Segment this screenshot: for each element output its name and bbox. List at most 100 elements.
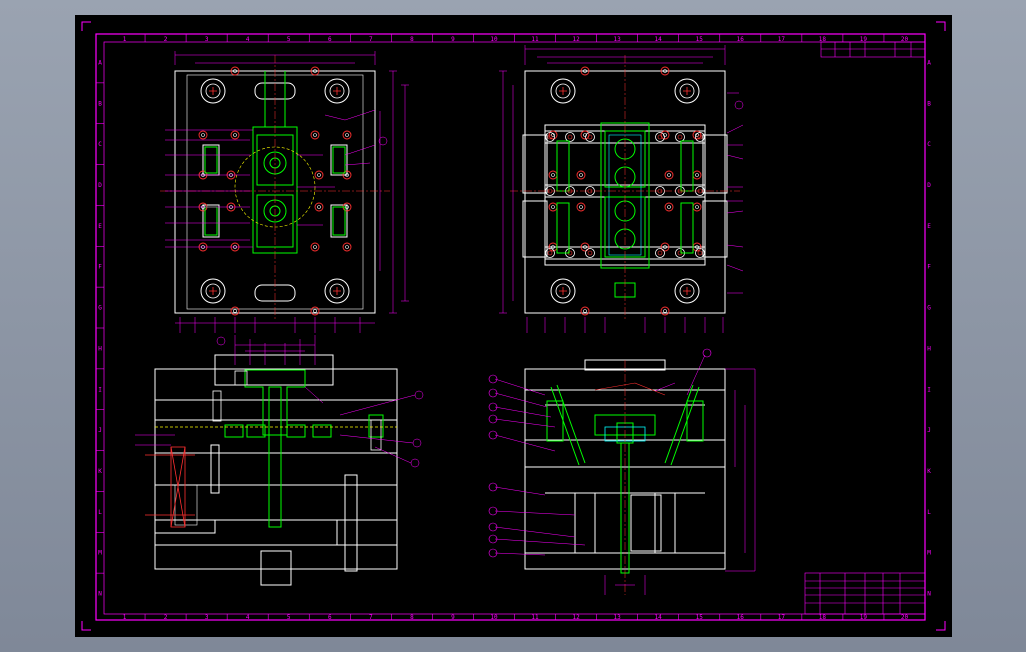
screw-hole-icon bbox=[342, 170, 352, 180]
screw-hole-icon bbox=[660, 306, 670, 316]
col-label-bottom: 3 bbox=[205, 614, 209, 621]
guide-bushing-icon bbox=[324, 78, 350, 104]
row-label-right: K bbox=[927, 468, 931, 475]
part-balloon bbox=[488, 482, 498, 492]
col-label-top: 5 bbox=[287, 36, 291, 43]
row-label-left: F bbox=[98, 264, 102, 271]
screw-hole-icon bbox=[230, 306, 240, 316]
col-label-bottom: 6 bbox=[328, 614, 332, 621]
sheet-frame bbox=[81, 21, 946, 631]
screw-hole-icon bbox=[580, 66, 590, 76]
screw-hole-icon bbox=[314, 170, 324, 180]
guide-bushing-icon bbox=[200, 278, 226, 304]
sheet-column-labels: 1122334455667788991010111112121313141415… bbox=[123, 34, 909, 621]
ejector-hole-icon bbox=[545, 248, 555, 258]
col-label-bottom: 1 bbox=[123, 614, 127, 621]
screw-hole-icon bbox=[576, 202, 586, 212]
row-label-left: A bbox=[98, 59, 102, 66]
part-balloon bbox=[488, 548, 498, 558]
part-balloon bbox=[702, 348, 712, 358]
ejector-hole-icon bbox=[585, 132, 595, 142]
col-label-bottom: 7 bbox=[369, 614, 373, 621]
plan-view-moving-half bbox=[499, 45, 744, 333]
screw-hole-icon bbox=[310, 242, 320, 252]
screw-hole-icon bbox=[310, 130, 320, 140]
ejector-hole-icon bbox=[695, 248, 705, 258]
row-label-left: E bbox=[98, 223, 102, 230]
screw-hole-icon bbox=[576, 170, 586, 180]
col-label-bottom: 10 bbox=[490, 614, 498, 621]
col-label-top: 18 bbox=[819, 36, 827, 43]
col-label-top: 15 bbox=[696, 36, 704, 43]
col-label-top: 16 bbox=[737, 36, 745, 43]
ejector-hole-icon bbox=[585, 248, 595, 258]
part-balloon bbox=[488, 402, 498, 412]
col-label-bottom: 2 bbox=[164, 614, 168, 621]
row-label-right: N bbox=[927, 591, 931, 598]
row-label-right: D bbox=[927, 182, 931, 189]
screw-hole-icon bbox=[664, 202, 674, 212]
screw-hole-icon bbox=[664, 170, 674, 180]
guide-bushing-icon bbox=[674, 278, 700, 304]
part-balloon bbox=[488, 374, 498, 384]
screw-hole-icon bbox=[342, 242, 352, 252]
row-label-right: L bbox=[927, 509, 931, 516]
row-label-left: K bbox=[98, 468, 102, 475]
row-label-left: D bbox=[98, 182, 102, 189]
col-label-bottom: 16 bbox=[737, 614, 745, 621]
col-label-bottom: 15 bbox=[696, 614, 704, 621]
col-label-top: 20 bbox=[901, 36, 909, 43]
guide-bushing-icon bbox=[674, 78, 700, 104]
screw-hole-icon bbox=[580, 130, 590, 140]
screw-hole-icon bbox=[310, 66, 320, 76]
screw-hole-icon bbox=[198, 130, 208, 140]
part-balloon bbox=[488, 534, 498, 544]
screw-hole-icon bbox=[310, 306, 320, 316]
ejector-hole-icon bbox=[655, 132, 665, 142]
screw-hole-icon bbox=[230, 66, 240, 76]
plan-view-fixed-half bbox=[160, 51, 409, 333]
screw-hole-icon bbox=[660, 130, 670, 140]
screw-hole-icon bbox=[692, 202, 702, 212]
col-label-top: 12 bbox=[572, 36, 580, 43]
col-label-top: 3 bbox=[205, 36, 209, 43]
part-balloon bbox=[488, 506, 498, 516]
row-label-left: I bbox=[98, 386, 102, 393]
col-label-bottom: 13 bbox=[614, 614, 622, 621]
screw-hole-icon bbox=[660, 66, 670, 76]
col-label-top: 8 bbox=[410, 36, 414, 43]
guide-bushing-icon bbox=[200, 78, 226, 104]
row-label-left: B bbox=[98, 100, 102, 107]
row-label-left: M bbox=[98, 550, 102, 557]
guide-bushing-icon bbox=[550, 78, 576, 104]
section-view-right bbox=[488, 348, 756, 595]
row-label-left: G bbox=[98, 305, 102, 312]
screw-hole-icon bbox=[548, 170, 558, 180]
screw-hole-icon bbox=[580, 242, 590, 252]
ejector-hole-icon bbox=[675, 132, 685, 142]
col-label-bottom: 19 bbox=[860, 614, 868, 621]
row-label-right: M bbox=[927, 550, 931, 557]
ejector-hole-icon bbox=[565, 132, 575, 142]
row-label-right: C bbox=[927, 141, 931, 148]
col-label-bottom: 14 bbox=[655, 614, 663, 621]
part-balloon bbox=[488, 414, 498, 424]
row-label-right: I bbox=[927, 386, 931, 393]
ejector-hole-icon bbox=[545, 132, 555, 142]
title-block-bottom bbox=[804, 572, 926, 615]
row-label-right: A bbox=[927, 59, 931, 66]
ejector-hole-icon bbox=[695, 132, 705, 142]
col-label-bottom: 9 bbox=[451, 614, 455, 621]
row-label-left: L bbox=[98, 509, 102, 516]
col-label-top: 13 bbox=[614, 36, 622, 43]
col-label-top: 2 bbox=[164, 36, 168, 43]
col-label-top: 17 bbox=[778, 36, 786, 43]
col-label-bottom: 18 bbox=[819, 614, 827, 621]
row-label-left: J bbox=[98, 427, 102, 434]
col-label-top: 6 bbox=[328, 36, 332, 43]
screw-hole-icon bbox=[580, 306, 590, 316]
screw-hole-icon bbox=[342, 130, 352, 140]
col-label-top: 1 bbox=[123, 36, 127, 43]
col-label-bottom: 8 bbox=[410, 614, 414, 621]
